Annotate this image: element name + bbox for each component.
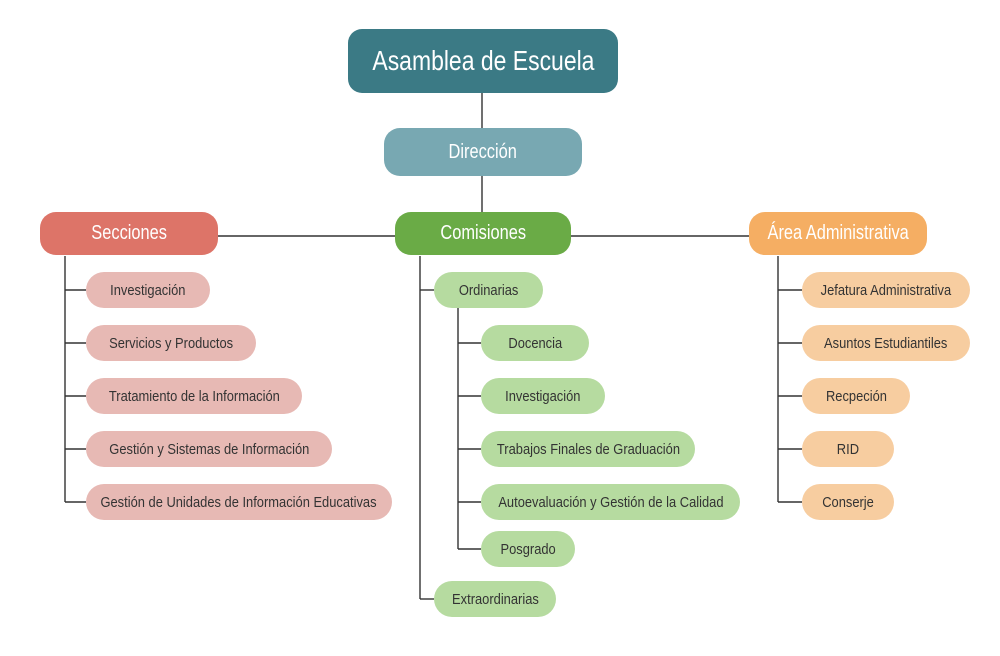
secciones-item-label: Servicios y Productos	[108, 334, 234, 352]
comisiones-extraordinarias-label: Extraordinarias	[451, 590, 539, 608]
ordinarias-item-label: Docencia	[508, 334, 562, 352]
node-area-administrativa-label: Área Administrativa	[767, 222, 909, 244]
ordinarias-item: Autoevaluación y Gestión de la Calidad	[481, 484, 740, 520]
node-direccion-label: Dirección	[448, 140, 518, 163]
admin-item-label: RID	[836, 440, 860, 458]
node-comisiones: Comisiones	[395, 212, 571, 255]
ordinarias-item-label: Investigación	[505, 387, 581, 405]
admin-item: Asuntos Estudiantiles	[802, 325, 970, 361]
ordinarias-item-label: Trabajos Finales de Graduación	[496, 440, 680, 458]
secciones-item: Investigación	[86, 272, 210, 308]
ordinarias-item: Trabajos Finales de Graduación	[481, 431, 695, 467]
admin-item-label: Conserje	[822, 493, 874, 511]
secciones-item-label: Investigación	[110, 281, 186, 299]
secciones-item: Tratamiento de la Información	[86, 378, 302, 414]
comisiones-extraordinarias: Extraordinarias	[434, 581, 556, 617]
secciones-item: Gestión y Sistemas de Información	[86, 431, 332, 467]
node-secciones-label: Secciones	[91, 222, 167, 244]
admin-item: Conserje	[802, 484, 894, 520]
admin-item: Jefatura Administrativa	[802, 272, 970, 308]
node-asamblea-label: Asamblea de Escuela	[371, 45, 595, 76]
node-direccion: Dirección	[384, 128, 582, 176]
node-area-administrativa: Área Administrativa	[749, 212, 927, 255]
ordinarias-item: Investigación	[481, 378, 605, 414]
secciones-item-label: Gestión de Unidades de Información Educa…	[100, 493, 378, 511]
secciones-item-label: Gestión y Sistemas de Información	[108, 440, 310, 458]
node-secciones: Secciones	[40, 212, 218, 255]
ordinarias-item: Posgrado	[481, 531, 575, 567]
node-comisiones-label: Comisiones	[440, 222, 526, 244]
ordinarias-item-label: Autoevaluación y Gestión de la Calidad	[497, 493, 724, 511]
admin-item-label: Jefatura Administrativa	[820, 281, 952, 299]
admin-item-label: Asuntos Estudiantiles	[824, 334, 948, 352]
admin-item: RID	[802, 431, 894, 467]
secciones-item-label: Tratamiento de la Información	[108, 387, 280, 405]
secciones-item: Servicios y Productos	[86, 325, 256, 361]
comisiones-ordinarias: Ordinarias	[434, 272, 543, 308]
admin-item: Recpeción	[802, 378, 910, 414]
comisiones-ordinarias-label: Ordinarias	[458, 281, 519, 299]
admin-item-label: Recpeción	[825, 387, 887, 405]
ordinarias-item: Docencia	[481, 325, 589, 361]
node-asamblea: Asamblea de Escuela	[348, 29, 618, 93]
ordinarias-item-label: Posgrado	[500, 540, 556, 558]
secciones-item: Gestión de Unidades de Información Educa…	[86, 484, 392, 520]
